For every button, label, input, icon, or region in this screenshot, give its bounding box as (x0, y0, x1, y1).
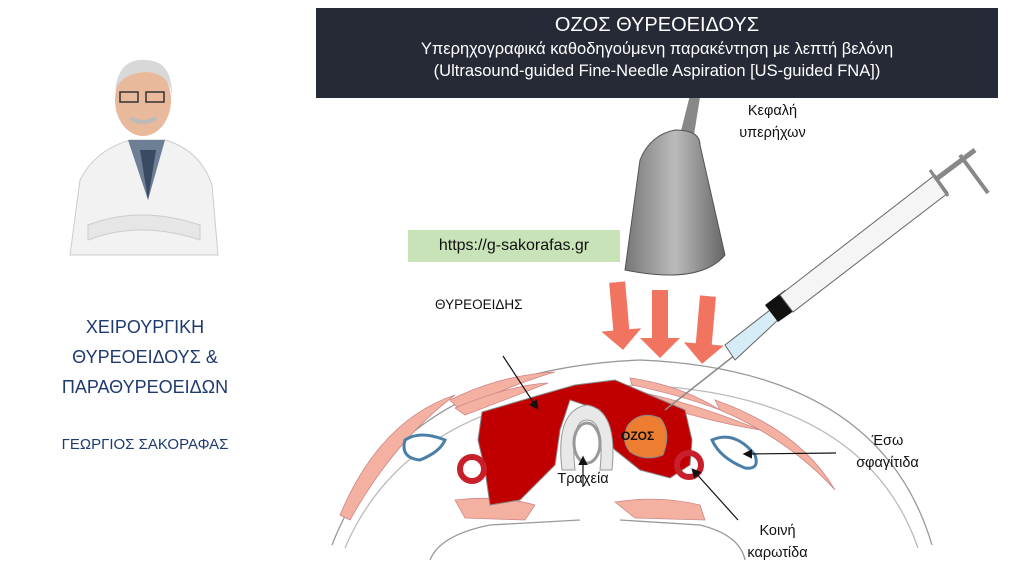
carotid-label-line-1: Κοινή (759, 523, 796, 539)
jugular-left (402, 433, 447, 462)
ultrasound-probe (624, 95, 726, 276)
jugular-right (710, 435, 758, 470)
thyroid-gland (477, 379, 693, 506)
author-name: ΓΕΩΡΓΙΟΣ ΣΑΚΟΡΑΦΑΣ (61, 436, 229, 453)
trachea-label: Τραχεία (557, 471, 609, 487)
title-banner: ΟΖΟΣ ΘΥΡΕΟΕΙΔΟΥΣ Υπερηχογραφικά καθοδηγο… (316, 8, 998, 98)
nodule (624, 414, 668, 459)
slide-subtitle-greek: Υπερηχογραφικά καθοδηγούμενη παρακέντηση… (420, 40, 894, 58)
ultrasound-waves (601, 281, 724, 364)
carotid-left (457, 454, 487, 484)
jugular-label-line-1: Έσω (871, 433, 904, 449)
slide-subtitle-english: (Ultrasound-guided Fine-Needle Aspiratio… (433, 62, 881, 80)
nodule-label: ΟΖΟΣ (621, 429, 655, 443)
surgeon-portrait (69, 59, 219, 256)
probe-label: Κεφαλή υπερήχων (730, 100, 815, 144)
website-link[interactable]: https://g-sakorafas.gr (408, 230, 620, 262)
specialty-line-1: ΧΕΙΡΟΥΡΓΙΚΗ (85, 317, 205, 337)
leader-lines (502, 355, 837, 521)
thyroid-label: ΘΥΡΕΟΕΙΔΗΣ (435, 297, 523, 312)
specialty-title: ΧΕΙΡΟΥΡΓΙΚΗ ΘΥΡΕΟΕΙΔΟΥΣ & ΠΑΡΑΘΥΡΕΟΕΙΔΩΝ (20, 312, 270, 402)
carotid-label: Κοινή καρωτίδα (735, 520, 820, 564)
jugular-label: Έσω σφαγίτιδα (840, 430, 935, 474)
neck-muscles (339, 371, 836, 521)
slide-title: ΟΖΟΣ ΘΥΡΕΟΕΙΔΟΥΣ (554, 14, 760, 36)
specialty-line-3: ΠΑΡΑΘΥΡΕΟΕΙΔΩΝ (61, 377, 229, 397)
carotid-label-line-2: καρωτίδα (747, 545, 808, 561)
carotid-right (674, 450, 704, 480)
jugular-label-line-2: σφαγίτιδα (856, 455, 919, 471)
probe-label-line-2: υπερήχων (739, 125, 806, 141)
probe-label-line-1: Κεφαλή (747, 103, 798, 119)
syringe-needle (664, 148, 990, 411)
specialty-line-2: ΘΥΡΕΟΕΙΔΟΥΣ & (72, 347, 218, 367)
